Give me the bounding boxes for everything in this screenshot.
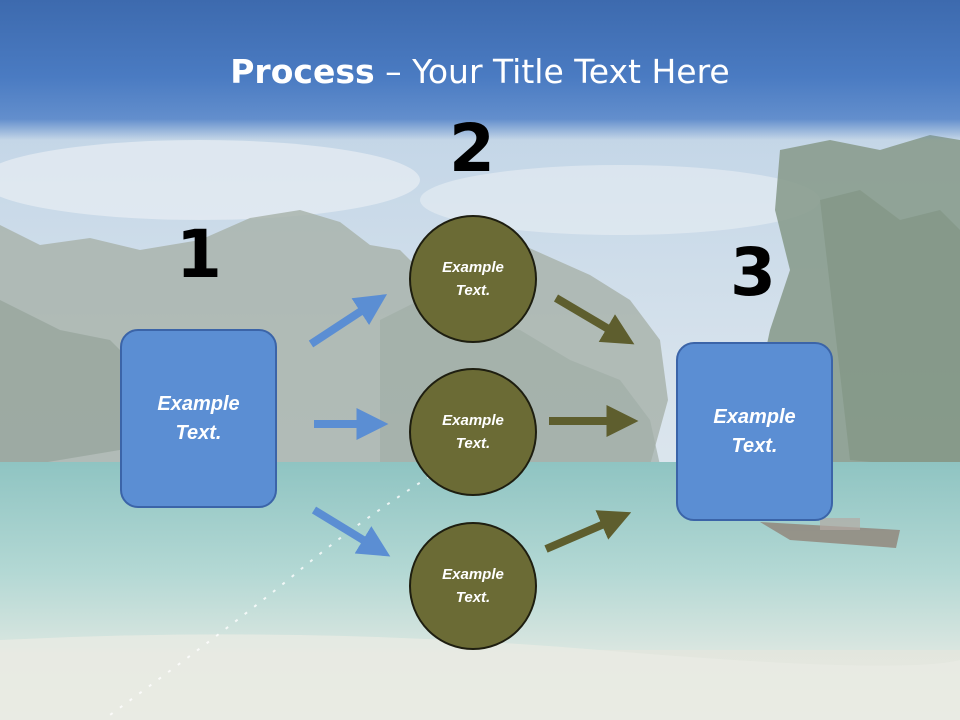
circle-middle: Example Text. — [409, 368, 537, 496]
step-1-label: Example Text. — [157, 392, 240, 444]
arrow-from-circle-bottom — [544, 510, 632, 553]
title-dash: – — [374, 52, 413, 91]
arrow-from-circle-top — [553, 294, 635, 345]
title-rest: Your Title Text Here — [412, 52, 730, 91]
slide-title: Process – Your Title Text Here — [0, 52, 960, 91]
circle-bottom-label: Example Text. — [442, 566, 504, 606]
circle-top-label: Example Text. — [442, 259, 504, 299]
step-3-label: Example Text. — [713, 405, 796, 457]
circle-top: Example Text. — [409, 215, 537, 343]
arrow-to-circle-top — [308, 294, 388, 348]
arrow-to-circle-bottom — [311, 506, 391, 557]
step-number-3: 3 — [730, 234, 776, 311]
step-3-box: Example Text. — [676, 342, 833, 521]
title-bold: Process — [230, 52, 375, 91]
step-number-2: 2 — [449, 110, 495, 187]
circle-bottom: Example Text. — [409, 522, 537, 650]
circle-middle-label: Example Text. — [442, 412, 504, 452]
step-number-1: 1 — [176, 216, 222, 293]
step-1-box: Example Text. — [120, 329, 277, 508]
title-bar — [0, 0, 960, 140]
